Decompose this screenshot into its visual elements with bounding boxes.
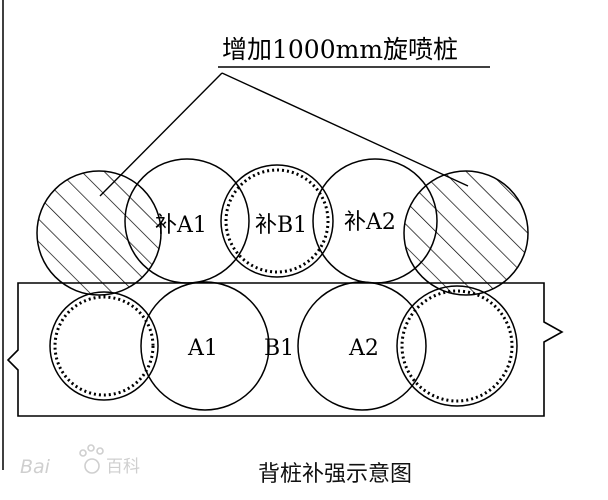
- leader-line-right: [221, 72, 469, 187]
- pile-circle-a2: [297, 281, 427, 411]
- pile-circle-left-dotted: [49, 291, 159, 401]
- pile-circle-bu-a1: [124, 158, 250, 284]
- pile-circle-right-dotted: [396, 285, 518, 407]
- wall-band: [6, 282, 564, 417]
- watermark-brand: Bai: [20, 456, 51, 478]
- pile-circle-hatched-left: [36, 170, 162, 296]
- upper-pile-row: 补A1 补B1 补A2: [36, 158, 529, 296]
- pile-label-bu-a1: 补A1: [155, 213, 207, 238]
- caption: 背桩补强示意图: [258, 462, 412, 487]
- paw-icon: [79, 444, 104, 474]
- lower-pile-row: A1 B1 A2: [49, 281, 518, 411]
- pile-label-bu-b1: 补B1: [255, 213, 307, 238]
- watermark-suffix: 百科: [106, 457, 140, 477]
- steel-cage-ring-right-dotted: [400, 289, 514, 403]
- steel-cage-ring-left-dotted: [53, 295, 155, 397]
- pile-circle-bu-b1: [220, 164, 334, 278]
- pile-label-bu-a2: 补A2: [344, 210, 396, 235]
- steel-cage-ring-bu-b1: [224, 168, 330, 274]
- pile-label-a2: A2: [348, 336, 379, 361]
- pile-circle-a1: [140, 281, 270, 411]
- annotation-label: 增加1000mm旋喷桩: [222, 35, 458, 64]
- pile-label-b1: B1: [264, 336, 294, 361]
- pile-label-a1: A1: [187, 336, 218, 361]
- watermark: Bai 百科: [20, 444, 140, 478]
- pile-circle-hatched-right: [403, 170, 529, 296]
